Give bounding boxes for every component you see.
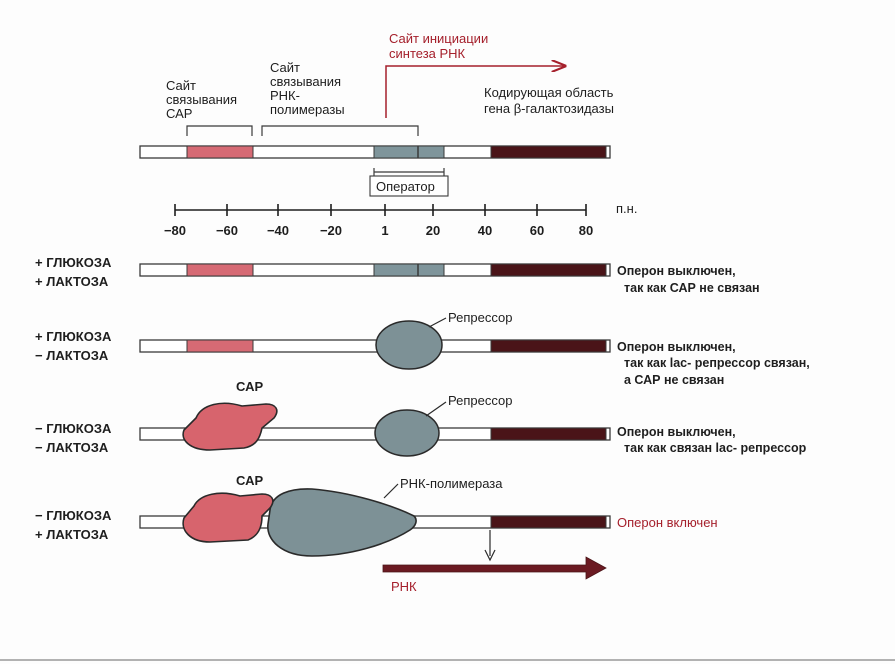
- row-3-lactose: − ЛАКТОЗА: [35, 440, 109, 455]
- scale-tick-label: 20: [426, 223, 440, 238]
- row-3-cap-label: САР: [236, 379, 263, 394]
- row-4-polymerase-label: РНК-полимераза: [400, 476, 503, 491]
- row-1-cap-site: [187, 264, 253, 276]
- coding-region: [491, 146, 606, 158]
- scale-tick-label: −60: [216, 223, 238, 238]
- scale-tick-label: −20: [320, 223, 342, 238]
- row-3-cap-protein: [183, 403, 277, 450]
- row-2-status-3: а САР не связан: [624, 373, 724, 387]
- row-3-repressor: [375, 410, 439, 456]
- rna-transcript-arrow: [383, 557, 606, 579]
- scale-tick-label: 60: [530, 223, 544, 238]
- cap-site-label-2: связывания: [166, 92, 237, 107]
- row-1-glucose: + ГЛЮКОЗА: [35, 255, 112, 270]
- row-2: + ГЛЮКОЗА − ЛАКТОЗА Репрессор Оперон вык…: [35, 310, 810, 387]
- scale-tick-label: 1: [381, 223, 388, 238]
- row-3-coding: [491, 428, 606, 440]
- row-1-status-2: так как САР не связан: [624, 281, 760, 295]
- row-4-lactose: + ЛАКТОЗА: [35, 527, 109, 542]
- polymerase-site-annotation: Сайт связывания РНК- полимеразы: [262, 60, 418, 136]
- row-2-cap-site: [187, 340, 253, 352]
- coding-region-annotation: Кодирующая область гена β-галактозидазы: [484, 85, 614, 116]
- row-3-status-2: так как связан lac- репрессор: [624, 441, 807, 455]
- coding-label-1: Кодирующая область: [484, 85, 614, 100]
- polymerase-site-label-4: полимеразы: [270, 102, 345, 117]
- polymerase-site-label-2: связывания: [270, 74, 341, 89]
- rna-start-label-2: синтеза РНК: [389, 46, 466, 61]
- rna-label: РНК: [391, 579, 417, 594]
- row-2-status-1: Оперон выключен,: [617, 340, 736, 354]
- row-1-status-1: Оперон выключен,: [617, 264, 736, 278]
- row-3: − ГЛЮКОЗА − ЛАКТОЗА САР Репрессор Оперон…: [35, 379, 807, 456]
- scale-tick-label: 80: [579, 223, 593, 238]
- scale-tick-label: 40: [478, 223, 492, 238]
- operator-region: [374, 146, 444, 158]
- cap-binding-site: [187, 146, 253, 158]
- cap-site-label-1: Сайт: [166, 78, 196, 93]
- scale-tick-label: −80: [164, 223, 186, 238]
- operator-annotation: Оператор: [370, 168, 448, 196]
- row-2-glucose: + ГЛЮКОЗА: [35, 329, 112, 344]
- row-2-repressor-label: Репрессор: [448, 310, 512, 325]
- row-4-cap-label: САР: [236, 473, 263, 488]
- row-4-polymerase-protein: [268, 489, 416, 556]
- row-1-coding: [491, 264, 606, 276]
- coding-label-2: гена β-галактозидазы: [484, 101, 614, 116]
- row-4-cap-protein: [183, 493, 273, 542]
- row-4-coding: [491, 516, 606, 528]
- polymerase-site-label-3: РНК-: [270, 88, 300, 103]
- row-1-lactose: + ЛАКТОЗА: [35, 274, 109, 289]
- row-2-lactose: − ЛАКТОЗА: [35, 348, 109, 363]
- reference-dna: [140, 146, 610, 158]
- scale-unit: п.н.: [616, 201, 637, 216]
- cap-site-annotation: Сайт связывания САР: [166, 78, 252, 136]
- row-1-operator: [374, 264, 444, 276]
- row-4-glucose: − ГЛЮКОЗА: [35, 508, 112, 523]
- row-2-repressor: [376, 321, 442, 369]
- row-3-status-1: Оперон выключен,: [617, 425, 736, 439]
- row-2-coding: [491, 340, 606, 352]
- polymerase-site-label-1: Сайт: [270, 60, 300, 75]
- row-3-glucose: − ГЛЮКОЗА: [35, 421, 112, 436]
- rna-start-label-1: Сайт инициации: [389, 31, 488, 46]
- scale-tick-label: −40: [267, 223, 289, 238]
- row-4-status: Оперон включен: [617, 515, 718, 530]
- operator-label: Оператор: [376, 179, 435, 194]
- bp-scale: −80 −60 −40 −20 1 20 40 60 80 п.н.: [164, 201, 637, 238]
- row-1: + ГЛЮКОЗА + ЛАКТОЗА Оперон выключен, так…: [35, 255, 760, 295]
- row-2-status-2: так как lac- репрессор связан,: [624, 356, 810, 370]
- row-4: − ГЛЮКОЗА + ЛАКТОЗА САР РНК-полимераза О…: [35, 473, 718, 594]
- row-3-repressor-label: Репрессор: [448, 393, 512, 408]
- cap-site-label-3: САР: [166, 106, 192, 121]
